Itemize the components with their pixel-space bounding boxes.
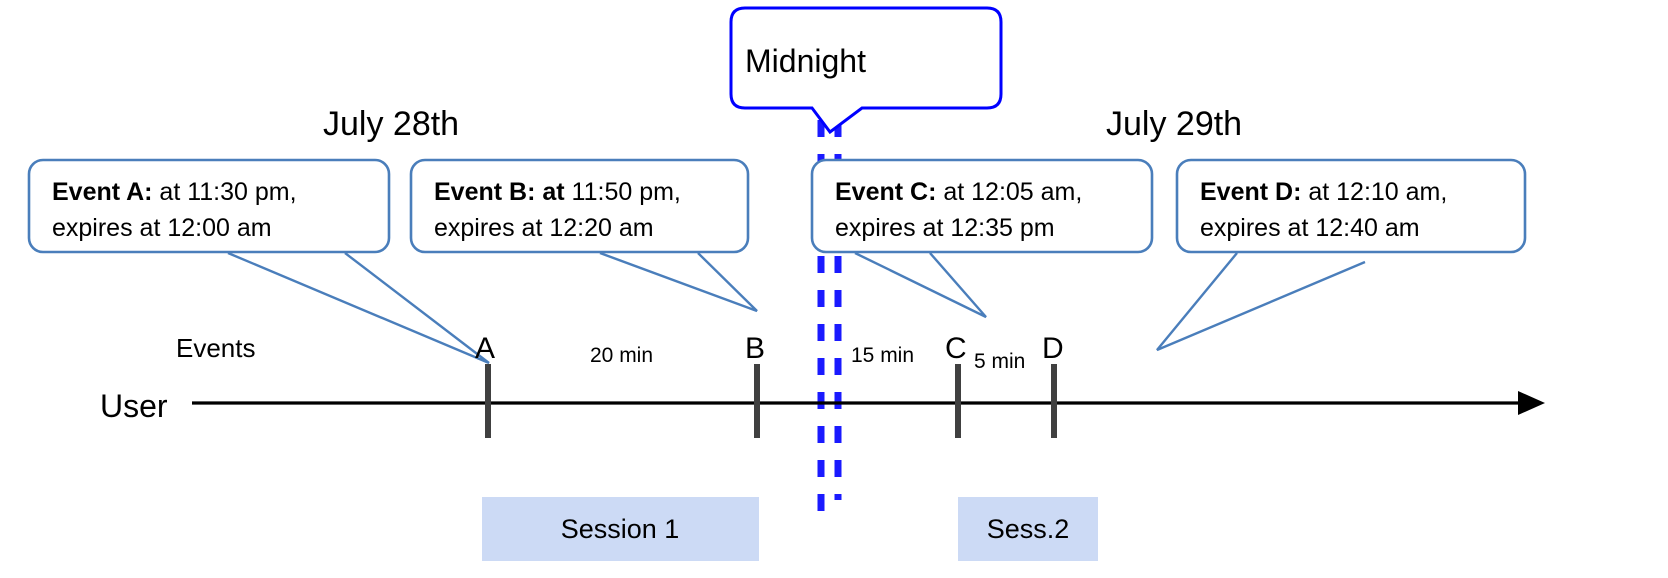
user-row-label: User [100,388,168,424]
leader-line-event-d [1156,252,1366,352]
events-row-label: Events [176,333,256,363]
callout-d-line1: Event D: at 12:10 am, [1200,178,1447,206]
callout-c-rest: at 12:05 am, [936,178,1082,206]
callout-event-a[interactable]: Event A: at 11:30 pm, expires at 12:00 a… [27,158,391,254]
callout-d-bold: Event D: [1200,178,1301,206]
callout-d-rest: at 12:10 am, [1301,178,1447,206]
event-letter-a: A [475,332,495,365]
callout-a-shape [27,158,391,254]
leader-line-event-c [854,251,987,319]
callout-b-bold: Event B: at [434,178,565,206]
event-letter-c: C [945,332,967,365]
gap-label-b-c: 15 min [851,344,914,367]
callout-event-b[interactable]: Event B: at 11:50 pm, expires at 12:20 a… [409,158,750,254]
callout-c-shape [810,158,1154,254]
callout-b-line2: expires at 12:20 am [434,214,654,242]
callout-a-line1: Event A: at 11:30 pm, [52,178,297,206]
midnight-marker [817,120,842,512]
callout-d-line2: expires at 12:40 am [1200,214,1420,242]
callout-b-line1: Event B: at 11:50 pm, [434,178,681,206]
event-letter-d: D [1042,332,1064,365]
timeline-axis [192,391,1545,415]
midnight-bubble-shape [729,6,1003,135]
session-2-shape [958,497,1098,561]
session-1-shape [482,497,759,561]
leader-line-event-b [599,251,758,313]
callout-c-line1: Event C: at 12:05 am, [835,178,1082,206]
leader-line-event-a [227,251,490,365]
date-label-left: July 28th [323,105,459,143]
leader-lines [227,251,1366,365]
callout-a-rest: at 11:30 pm, [152,178,296,206]
session-1-block[interactable]: Session 1 [482,497,759,561]
callout-d-shape [1175,158,1527,254]
midnight-callout[interactable]: Midnight [729,6,1003,135]
gap-label-c-d: 5 min [974,350,1025,373]
callout-a-line2: expires at 12:00 am [52,214,272,242]
callout-a-bold: Event A: [52,178,152,206]
midnight-label: Midnight [745,43,866,79]
callout-b-rest: 11:50 pm, [565,178,681,206]
gap-label-a-b: 20 min [590,344,653,367]
callout-event-c[interactable]: Event C: at 12:05 am, expires at 12:35 p… [810,158,1154,254]
callout-c-line2: expires at 12:35 pm [835,214,1055,242]
session-2-label: Sess.2 [987,514,1070,544]
event-ticks [485,364,1057,438]
date-label-right: July 29th [1106,105,1242,143]
callout-c-bold: Event C: [835,178,936,206]
callout-b-shape [409,158,750,254]
session-1-label: Session 1 [561,514,680,544]
callout-event-d[interactable]: Event D: at 12:10 am, expires at 12:40 a… [1175,158,1527,254]
event-letter-b: B [745,332,765,365]
timeline-arrow-head [1518,391,1545,415]
session-2-block[interactable]: Sess.2 [958,497,1098,561]
